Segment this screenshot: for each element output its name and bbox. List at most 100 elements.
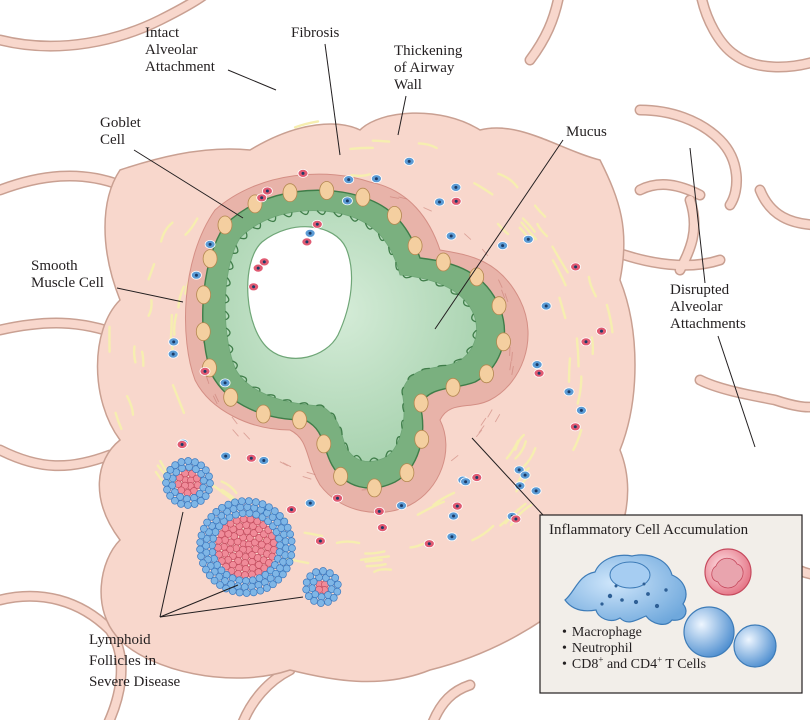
- cell-nucleus: [180, 443, 184, 446]
- cell-nucleus: [171, 352, 175, 356]
- label-intact-alveolar-attachment: Intact Alveolar Attachment: [145, 25, 215, 75]
- follicle-lymphocyte: [207, 512, 216, 521]
- follicle-lymphocyte: [235, 588, 244, 597]
- cell-nucleus: [315, 222, 319, 226]
- follicle-lymphocyte: [205, 571, 214, 580]
- cell-nucleus: [208, 242, 212, 246]
- fibrosis-strand: [536, 222, 549, 238]
- muscle-fiber: [497, 279, 503, 288]
- epithelial-fold: [232, 360, 238, 370]
- fibrosis-strand: [514, 433, 525, 451]
- cell-nucleus: [265, 189, 269, 193]
- epithelial-fold: [316, 210, 327, 216]
- goblet-cells: [195, 181, 511, 498]
- muscle-fiber: [463, 233, 472, 240]
- goblet-cell: [196, 285, 212, 305]
- leader-fibrosis: [324, 43, 341, 156]
- fibrosis-strand: [349, 146, 375, 151]
- fibrosis-strand: [177, 285, 185, 309]
- epithelial-fold: [283, 399, 293, 403]
- follicle-lymphocyte: [319, 567, 327, 575]
- cell-nucleus: [223, 381, 227, 385]
- label-mucus: Mucus: [566, 124, 607, 140]
- muscle-fiber: [302, 475, 312, 480]
- fibrosis-strand: [335, 540, 361, 545]
- follicle-lymphocyte: [183, 501, 192, 509]
- cell-nucleus: [518, 484, 522, 488]
- cell-nucleus: [345, 199, 349, 203]
- muscle-fiber: [511, 366, 514, 376]
- macrophage-granules: [600, 582, 668, 609]
- follicle-lymphocyte: [302, 585, 311, 594]
- cell-nucleus: [305, 240, 309, 244]
- epithelial-fold: [228, 344, 234, 354]
- follicle-lymphocyte: [302, 578, 311, 587]
- epithelial-fold: [402, 274, 412, 279]
- goblet-cell: [255, 404, 271, 424]
- epithelial-fold: [299, 210, 310, 216]
- fibrosis-strand: [159, 221, 174, 243]
- follicle-lymphocyte: [221, 577, 229, 585]
- fibrosis-strand: [365, 563, 387, 568]
- goblet-cell: [195, 322, 211, 342]
- follicle-lymphocyte: [304, 592, 313, 600]
- cell-nucleus: [455, 504, 459, 508]
- epithelial-fold: [252, 386, 261, 392]
- cell-nucleus: [535, 363, 539, 367]
- epithelial-fold: [407, 373, 415, 380]
- muscle-fiber: [487, 409, 493, 418]
- cell-nucleus: [347, 178, 351, 182]
- follicle-lymphocyte: [252, 498, 260, 506]
- follicle-lymphocyte: [163, 472, 171, 480]
- cell-nucleus: [427, 542, 431, 546]
- muscle-fiber: [494, 413, 501, 423]
- cell-nucleus: [172, 340, 176, 344]
- muscle-fiber: [232, 429, 239, 437]
- inset-title: Inflammatory Cell Accumulation: [549, 522, 749, 538]
- follicle-lymphocyte: [287, 537, 296, 545]
- follicle-lymphocyte: [326, 569, 334, 577]
- epithelial-fold: [232, 245, 239, 254]
- fibrosis-strand: [473, 182, 494, 196]
- follicle-lymphocyte: [202, 565, 210, 574]
- fibrosis-strand: [523, 447, 537, 468]
- fibrosis-strand: [364, 558, 383, 563]
- goblet-cell: [282, 183, 298, 203]
- follicle-lymphocyte: [256, 586, 265, 595]
- follicle-lymphocyte: [216, 581, 224, 589]
- cell-nucleus: [526, 237, 530, 241]
- cell-nucleus: [584, 340, 588, 344]
- follicle-lymphocyte: [191, 458, 199, 466]
- leader-disrupted-upper: [689, 147, 706, 284]
- follicle-lymphocyte: [287, 551, 296, 560]
- muscle-fiber: [423, 207, 432, 212]
- fibrosis-strand: [371, 139, 391, 143]
- follicle-lymphocyte: [261, 571, 270, 579]
- fibrosis-strand: [373, 568, 393, 573]
- follicle-lymphocyte: [171, 496, 179, 505]
- label-thickening-of-airway-wall: Thickening of Airway Wall: [394, 43, 463, 93]
- follicle-lymphocyte: [190, 500, 199, 508]
- cell-nucleus: [377, 509, 381, 513]
- goblet-cell: [399, 463, 415, 483]
- epithelial-fold: [385, 450, 393, 458]
- muscle-fiber: [450, 454, 459, 462]
- epithelial-folds: [224, 210, 477, 462]
- leader-smooth-muscle: [116, 287, 184, 303]
- follicle-lymphocyte: [199, 524, 208, 533]
- follicle-lymphocyte: [184, 457, 193, 465]
- goblet-cell: [479, 364, 494, 384]
- fibrosis-strand: [172, 313, 178, 336]
- goblet-cell: [469, 267, 485, 287]
- follicle-lymphocyte: [286, 530, 295, 539]
- cell-nucleus: [400, 504, 403, 508]
- cell-nucleus: [438, 200, 441, 204]
- muscle-fiber: [243, 432, 251, 440]
- cell-nucleus: [318, 539, 322, 543]
- fibrosis-strand: [114, 411, 123, 431]
- cell-nucleus: [336, 496, 339, 500]
- follicle-lymphocyte: [197, 552, 205, 561]
- muscle-fiber: [480, 417, 487, 426]
- epithelial-fold: [226, 277, 231, 287]
